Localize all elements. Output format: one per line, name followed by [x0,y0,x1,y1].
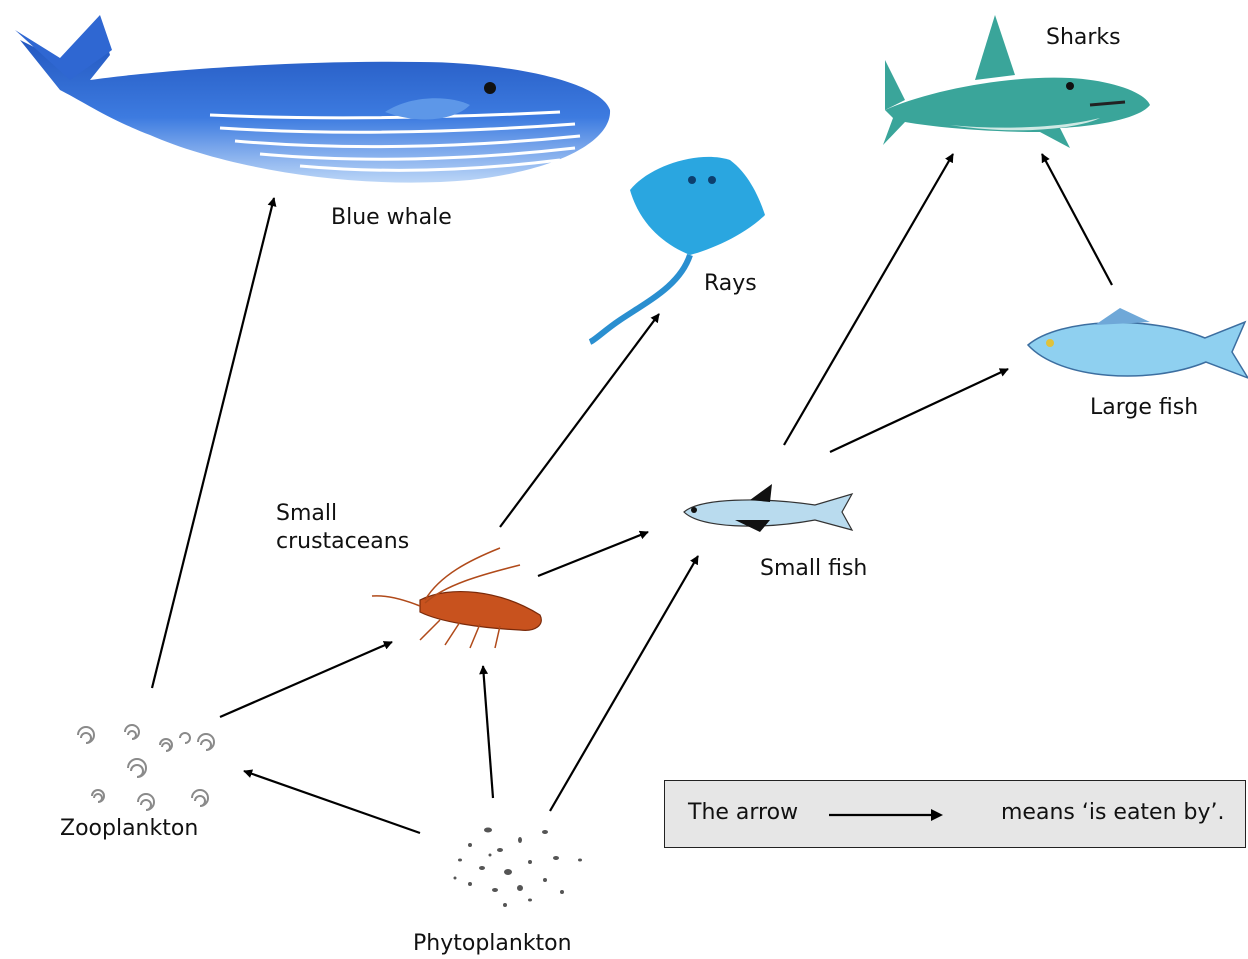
crustacean-image [372,548,541,648]
legend-prefix: The arrow [688,800,798,825]
label-rays: Rays [704,270,757,298]
legend-suffix: means ‘is eaten by’. [1001,800,1225,825]
arrow-phytoplankton-to-crustaceans [483,666,493,798]
legend-box: The arrow means ‘is eaten by’. [664,780,1246,848]
arrow-phytoplankton-to-zooplankton [244,771,420,833]
legend-arrow-icon [827,805,947,825]
blue-whale-image [15,15,610,183]
label-small-crustaceans-line2: crustaceans [276,528,409,556]
label-small-fish: Small fish [760,555,867,583]
small-fish-image [684,484,852,532]
arrow-crustaceans-to-small-fish [538,532,648,576]
ray-image [590,157,765,342]
arrow-small-fish-to-sharks [784,154,953,445]
label-sharks: Sharks [1046,24,1121,52]
arrow-phytoplankton-to-small-fish [550,556,698,811]
label-phytoplankton: Phytoplankton [413,930,572,958]
label-large-fish: Large fish [1090,394,1198,422]
label-small-crustaceans-line1: Small [276,500,409,528]
arrow-crustaceans-to-rays [500,314,659,527]
arrow-large-fish-to-sharks [1042,154,1112,285]
phytoplankton-image [454,828,583,908]
label-blue-whale: Blue whale [331,204,452,232]
label-small-crustaceans: Small crustaceans [276,500,409,555]
label-zooplankton: Zooplankton [60,815,198,843]
arrow-small-fish-to-large-fish [830,369,1008,452]
zooplankton-image [78,725,214,810]
arrow-zooplankton-to-crustaceans [220,642,392,717]
arrow-zooplankton-to-blue-whale [152,198,274,688]
large-fish-image [1028,308,1248,378]
